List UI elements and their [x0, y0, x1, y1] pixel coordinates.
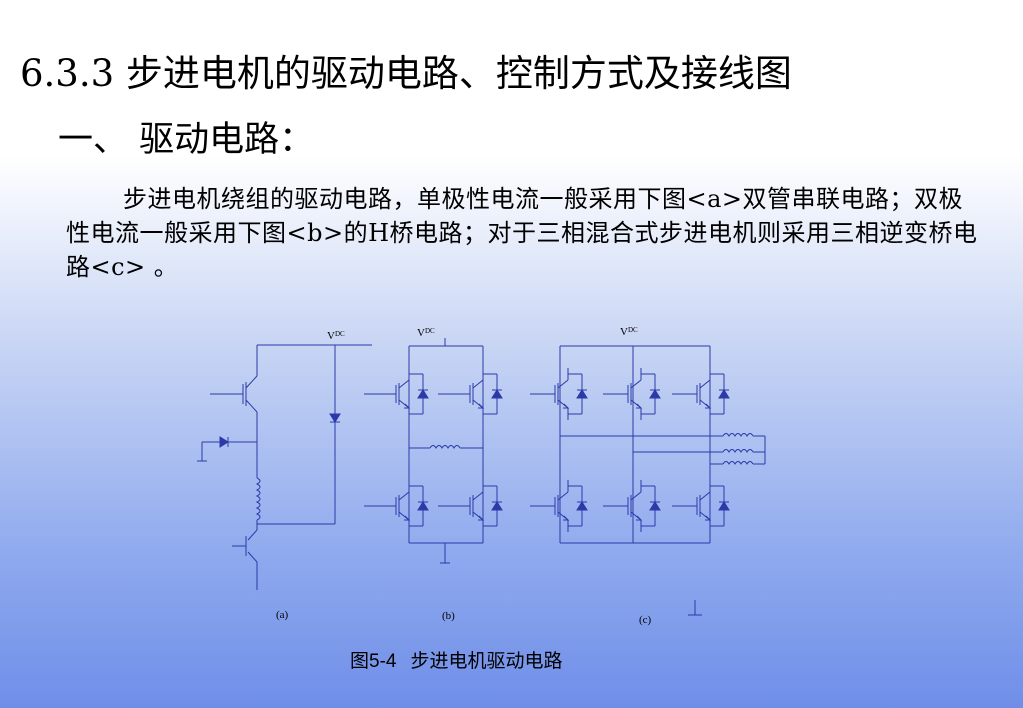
circuit-a: VDC [197, 330, 372, 590]
label-b: (b) [442, 610, 455, 622]
circuit-b: VDC [364, 327, 503, 564]
vdc-label-a: VDC [327, 330, 345, 342]
drive-circuit-diagram: VDC VDC [197, 326, 766, 626]
body-paragraph: 步进电机绕组的驱动电路，单极性电流一般采用下图<a>双管串联电路；双极性电流一般… [66, 185, 978, 281]
caption-number: 图5-4 [350, 651, 397, 672]
vdc-label-b: VDC [417, 327, 435, 339]
vdc-label-c: VDC [620, 326, 638, 338]
circuit-c: VDC [530, 326, 766, 616]
label-a: (a) [276, 609, 289, 621]
slide-heading: 6.3.3 步进电机的驱动电路、控制方式及接线图 [20, 52, 792, 95]
figure-caption: 图5-4 步进电机驱动电路 [350, 646, 562, 673]
label-c: (c) [639, 614, 652, 626]
section-heading: 一、 驱动电路： [58, 120, 315, 160]
caption-text: 步进电机驱动电路 [410, 651, 563, 672]
